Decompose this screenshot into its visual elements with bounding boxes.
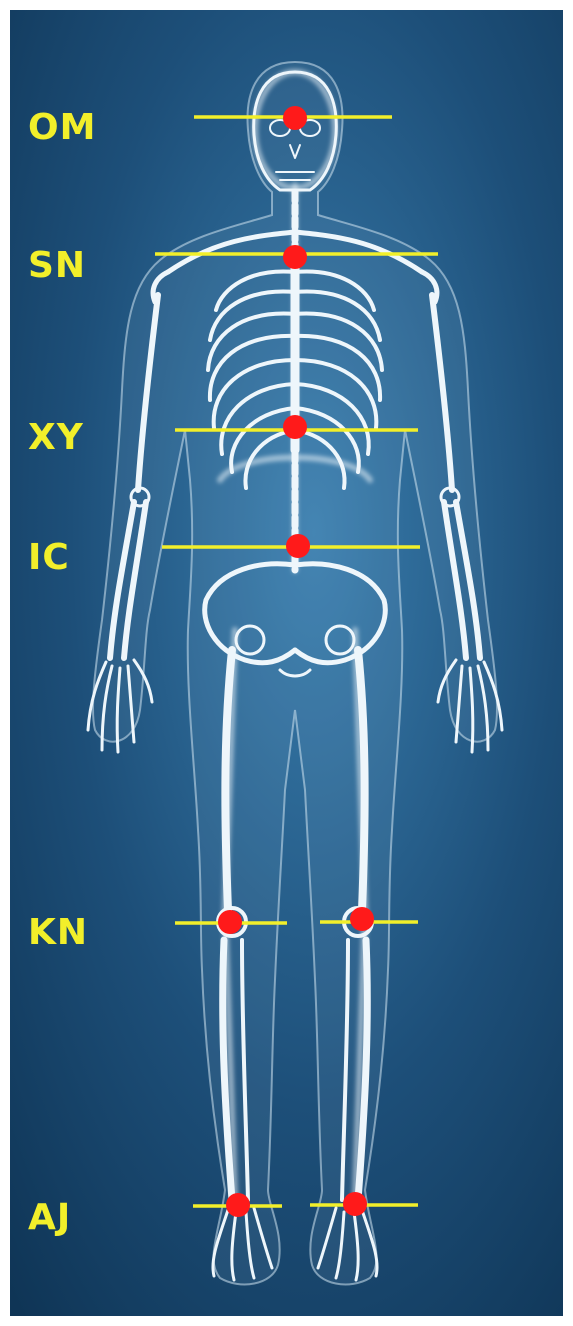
landmark-label-om: OM (28, 110, 96, 146)
landmark-dot-ic (286, 534, 310, 558)
landmark-label-aj: AJ (28, 1200, 71, 1236)
landmark-dot-kn-1 (218, 910, 242, 934)
landmark-dot-sn (283, 245, 307, 269)
skeleton-illustration (10, 10, 563, 1316)
landmark-label-sn: SN (28, 248, 86, 284)
landmark-dot-aj-1 (226, 1193, 250, 1217)
landmark-dot-xy (283, 415, 307, 439)
landmark-dot-aj-2 (343, 1192, 367, 1216)
landmark-label-xy: XY (28, 420, 84, 456)
landmark-label-kn: KN (28, 915, 88, 951)
landmark-dot-om (283, 106, 307, 130)
landmark-label-ic: IC (28, 540, 70, 576)
skeleton-landmark-figure: OM SN XY IC KN AJ (10, 10, 563, 1316)
landmark-dot-kn-2 (350, 907, 374, 931)
